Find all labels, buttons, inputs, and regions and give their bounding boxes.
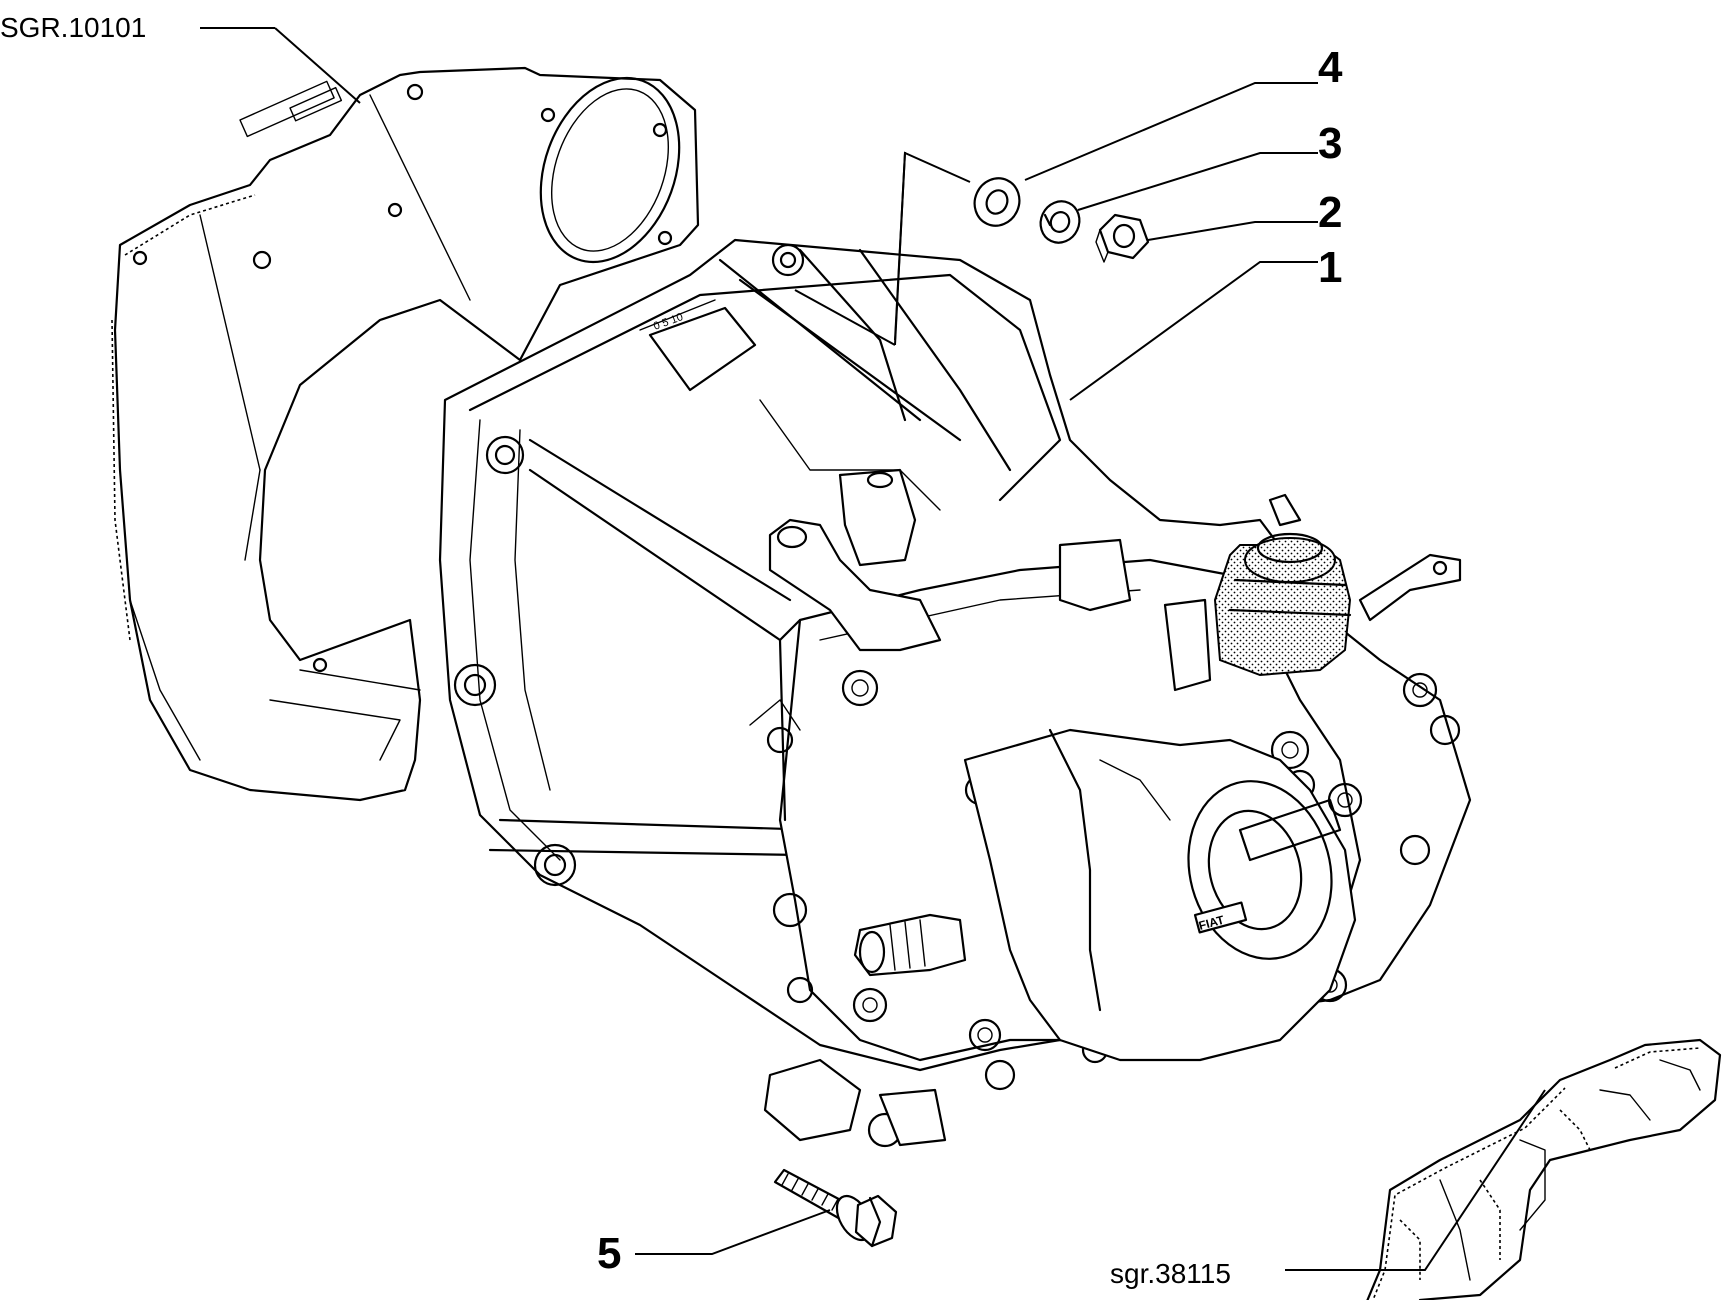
dust-cover-shield (111, 66, 700, 802)
loose-bolt-part-5 (773, 1168, 898, 1248)
reference-code-lower: sgr.38115 (1110, 1258, 1231, 1289)
leader-callout-1 (1069, 261, 1318, 401)
callout-4: 4 (1318, 43, 1343, 92)
washer-part-4 (973, 177, 1021, 227)
callout-1: 1 (1318, 243, 1342, 292)
callout-5: 5 (597, 1229, 621, 1278)
reference-leader-lower (1285, 1089, 1546, 1271)
gearbox-assembly: 0 5 10 (438, 238, 1472, 1148)
hex-nut-part-2 (1095, 213, 1150, 263)
leader-callout-2 (1147, 221, 1318, 241)
leader-callout-3 (1077, 152, 1318, 211)
callout-2: 2 (1318, 188, 1342, 237)
spring-washer-part-3 (1039, 200, 1081, 244)
callout-3: 3 (1318, 119, 1342, 168)
leader-callout-5 (635, 1209, 831, 1255)
leader-callout-4 (1024, 82, 1318, 181)
reference-part-lower-right (1366, 1038, 1722, 1300)
brand-plate-text: FIAT (1197, 913, 1226, 933)
reference-code-upper: SGR.10101 (0, 12, 146, 43)
